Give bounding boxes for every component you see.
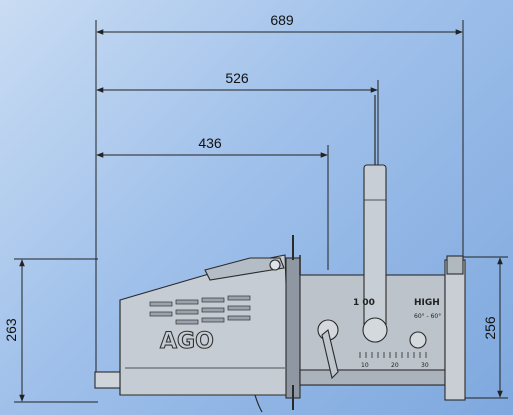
gate-ring (285, 257, 301, 399)
scale-ticks (359, 352, 427, 358)
dim-label-526: 526 (225, 70, 249, 86)
scale-label-2: 20 (391, 362, 399, 369)
lens-tube-base (299, 369, 446, 386)
dim-label-256: 256 (482, 316, 498, 340)
fixture (94, 95, 466, 413)
label-angle: 60° - 60° (414, 313, 441, 320)
scale-label-3: 30 (421, 362, 429, 369)
zoom-knob (362, 317, 388, 343)
housing-top-fins (204, 257, 285, 281)
rear-handle (94, 371, 122, 389)
front-flange (444, 259, 466, 401)
front-clip (446, 255, 464, 275)
brand-logo: AGO (160, 329, 214, 354)
dim-label-689: 689 (270, 12, 294, 28)
lock-knob (409, 331, 427, 349)
scale-label-1: 10 (361, 362, 369, 369)
top-knob (269, 259, 281, 271)
power-cable (254, 394, 263, 413)
housing (119, 254, 291, 396)
dim-label-263: 263 (3, 318, 19, 342)
focus-handle (321, 329, 339, 380)
label-high: HIGH (414, 298, 440, 308)
label-large: 1 00 (353, 298, 375, 308)
vent-slots (149, 295, 251, 325)
dim-label-436: 436 (198, 135, 222, 151)
